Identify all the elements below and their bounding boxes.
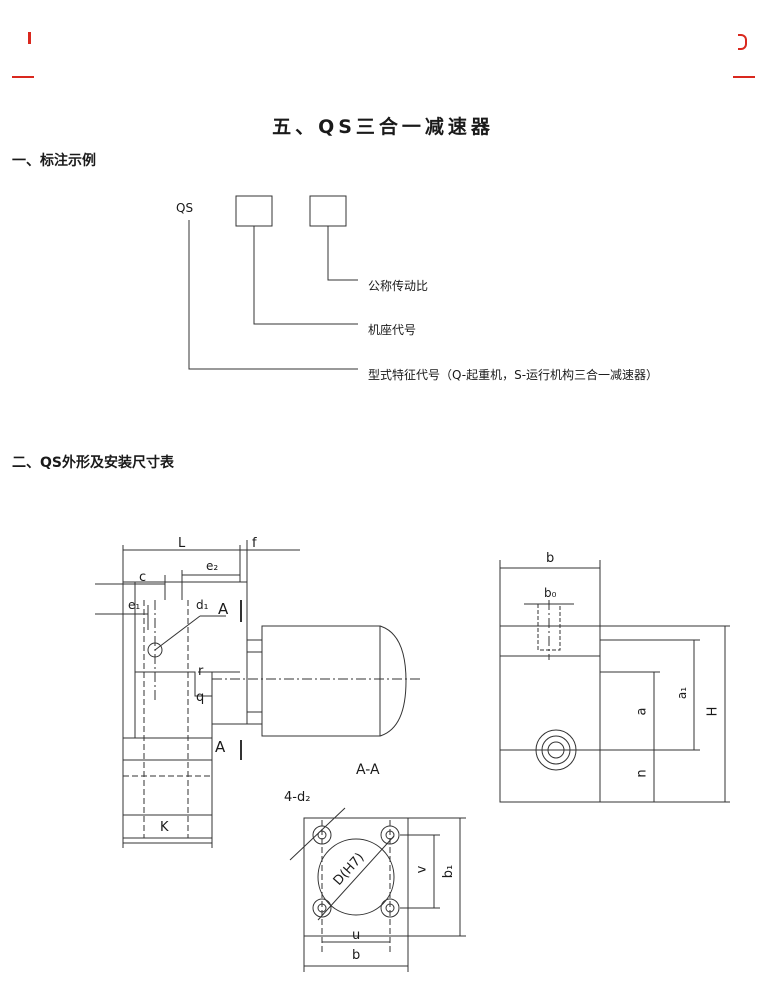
dim-n: n: [634, 769, 650, 778]
section-mark-A-top: A: [218, 600, 229, 618]
label-frame: 机座代号: [368, 323, 417, 337]
notation-box-ratio: [309, 195, 347, 227]
dim-d1: d₁: [196, 598, 209, 612]
notation-box-frame: [235, 195, 273, 227]
dim-r: r: [198, 664, 204, 679]
leader-type: [188, 220, 358, 370]
dim-b-section: b: [352, 948, 361, 963]
leader-ratio: [327, 226, 358, 281]
section-aa-view: [289, 807, 466, 972]
dim-L: L: [178, 536, 186, 551]
dim-a1: a₁: [675, 686, 690, 700]
dim-b0: b₀: [544, 586, 557, 600]
dim-b1: b₁: [441, 864, 457, 879]
section-caption: A-A: [356, 762, 380, 778]
section-heading-dimensions: 二、QS外形及安装尺寸表: [12, 455, 174, 471]
dim-f: f: [252, 536, 257, 551]
dim-u: u: [352, 928, 361, 943]
header-mark-left: [28, 32, 31, 44]
side-view: [499, 560, 730, 803]
leader-frame: [253, 226, 358, 325]
dim-v: v: [414, 865, 430, 874]
header-rule-left: [12, 76, 34, 78]
front-view: [95, 540, 420, 848]
dim-q: q: [196, 690, 205, 705]
header-rule-right: [733, 76, 755, 78]
dim-e2: e₂: [206, 559, 219, 573]
dim-c: c: [139, 570, 147, 585]
header-mark-right: [738, 34, 747, 50]
dim-b-side: b: [546, 551, 555, 566]
dim-K: K: [160, 820, 169, 835]
section-mark-A-bottom: A: [215, 738, 226, 756]
label-ratio: 公称传动比: [368, 279, 429, 293]
notation-prefix: QS: [176, 201, 194, 215]
dim-e1: e₁: [128, 598, 141, 612]
dim-H: H: [705, 706, 721, 717]
dim-a: a: [634, 707, 650, 716]
label-type: 型式特征代号（Q-起重机，S-运行机构三合一减速器）: [368, 368, 659, 382]
section-heading-notation: 一、标注示例: [12, 153, 96, 169]
dim-4-d2: 4-d₂: [284, 790, 311, 805]
page-title: 五、QS三合一减速器: [272, 116, 494, 138]
